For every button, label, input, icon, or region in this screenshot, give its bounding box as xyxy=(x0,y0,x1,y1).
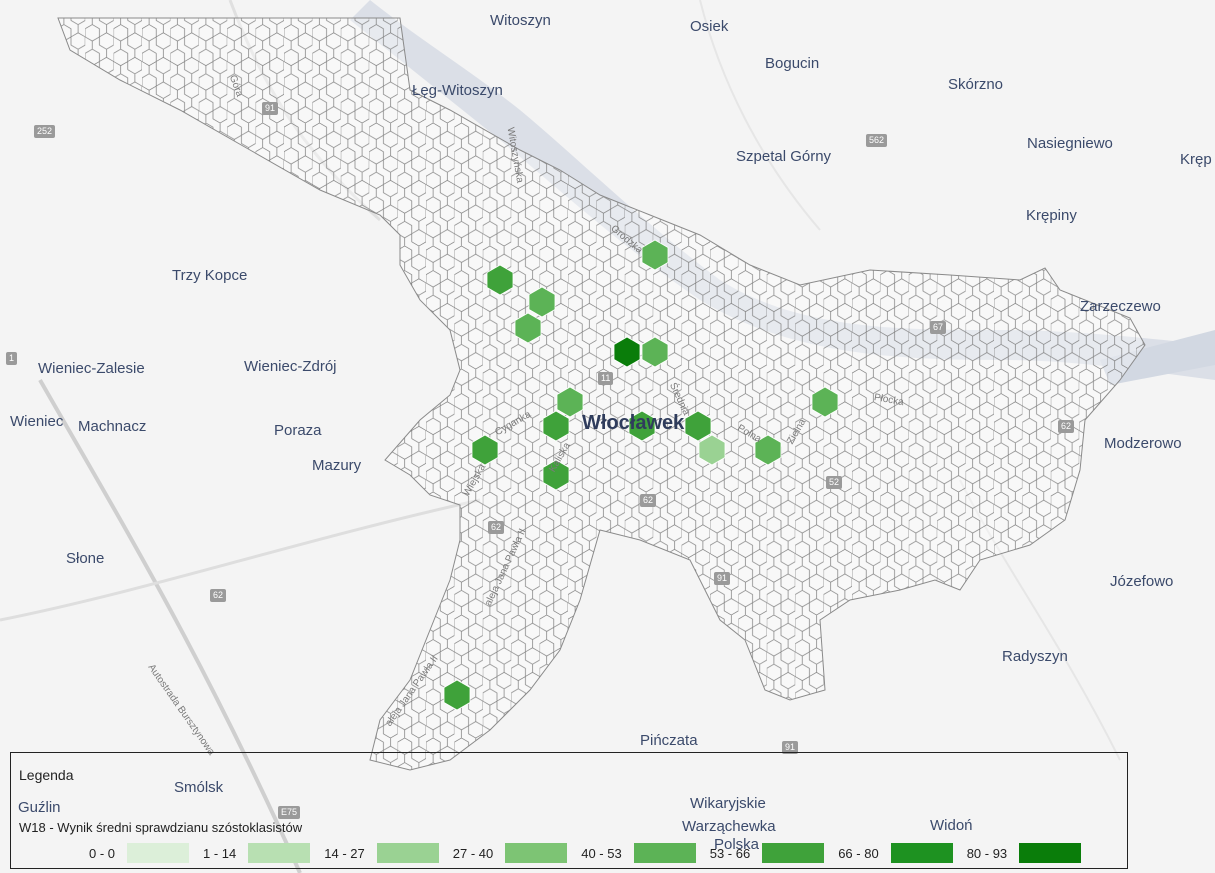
place-label-mazury: Mazury xyxy=(312,457,362,474)
road-62-west xyxy=(0,498,481,622)
place-label-slone: Słone xyxy=(66,550,105,567)
legend-entry-label: 80 - 93 xyxy=(966,845,1008,861)
legend-entry-0: 0 - 0 xyxy=(89,843,190,863)
legend-entry-label: 1 - 14 xyxy=(203,845,237,861)
place-label-zarzeczewo: Zarzeczewo xyxy=(1080,298,1161,315)
hex-cell-6[interactable] xyxy=(556,386,584,418)
legend-entry-label: 66 - 80 xyxy=(838,845,879,861)
road-shield-r562: 562 xyxy=(866,134,888,147)
place-label-warzachewka: Warząchewka xyxy=(682,818,776,835)
hex-cell-9[interactable] xyxy=(684,410,712,442)
road-shield-r62a: 62 xyxy=(1058,420,1075,433)
hex-cell-11[interactable] xyxy=(471,434,499,466)
legend-swatch xyxy=(376,843,439,863)
hex-cell-8[interactable] xyxy=(628,410,656,442)
place-label-jozefowo: Józefowo xyxy=(1110,573,1174,590)
legend-entry-4: 40 - 53 xyxy=(581,843,696,863)
road-shield-r52: 52 xyxy=(826,476,843,489)
place-label-wieniec-zdroj: Wieniec-Zdrój xyxy=(244,358,337,375)
road-shield-r91b: 91 xyxy=(714,572,731,585)
place-label-wieniec-zalesie: Wieniec-Zalesie xyxy=(38,360,145,377)
road-shield-r11: 11 xyxy=(598,372,614,385)
hex-cell-13[interactable] xyxy=(754,434,782,466)
place-label-machnacz: Machnacz xyxy=(78,418,147,435)
hex-cell-5[interactable] xyxy=(641,336,669,368)
place-label-krepiny: Krępiny xyxy=(1026,207,1077,224)
hex-cell-10[interactable] xyxy=(811,386,839,418)
place-label-wieniec: Wieniec xyxy=(10,413,64,430)
map-legend: Legenda W18 - Wynik średni sprawdzianu s… xyxy=(10,752,1128,869)
river-arm xyxy=(1100,330,1215,385)
place-label-pinczata: Pińczata xyxy=(640,732,698,749)
place-label-witoszyn: Witoszyn xyxy=(490,12,551,29)
place-label-poraza: Poraza xyxy=(274,422,322,439)
place-label-nasiegniewo: Nasiegniewo xyxy=(1027,135,1113,152)
hex-cell-15[interactable] xyxy=(443,679,471,711)
legend-entry-6: 66 - 80 xyxy=(838,843,953,863)
place-label-smolsk: Smólsk xyxy=(174,779,224,796)
legend-entry-3: 27 - 40 xyxy=(452,843,568,863)
legend-swatch xyxy=(248,843,311,863)
place-label-leg-witoszyn: Łęg-Witoszyn xyxy=(412,82,503,99)
legend-entry-label: 27 - 40 xyxy=(452,845,494,861)
place-label-bogucin: Bogucin xyxy=(765,55,820,72)
place-label-szpetal-gorny: Szpetal Górny xyxy=(736,148,832,165)
road-shield-r62d: 62 xyxy=(210,589,227,602)
legend-swatch xyxy=(633,843,696,863)
road-shield-e75: E75 xyxy=(278,806,301,819)
legend-swatch xyxy=(1019,843,1082,863)
place-label-trzy-kopce: Trzy Kopce xyxy=(172,267,248,284)
hex-cell-4[interactable] xyxy=(613,336,641,368)
road-shield-r62c: 62 xyxy=(488,521,505,534)
road-shield-r67: 67 xyxy=(930,321,947,334)
road-secondary xyxy=(699,0,821,231)
legend-entry-label: 40 - 53 xyxy=(581,845,622,861)
legend-entry-5: 53 - 66 xyxy=(709,843,825,863)
legend-title: Legenda xyxy=(19,767,74,783)
hex-cell-2[interactable] xyxy=(528,286,556,318)
hex-cell-7[interactable] xyxy=(542,410,570,442)
place-label-wikaryjskie: Wikaryjskie xyxy=(690,795,766,812)
road-shield-r91c: 91 xyxy=(782,741,799,754)
hex-cell-0[interactable] xyxy=(641,239,669,271)
legend-entries: 0 - 0 1 - 14 14 - 27 27 - 40 40 - 53 53 - 66 6… xyxy=(89,843,1095,863)
road-shield-r91a: 91 xyxy=(262,102,279,115)
hex-cell-3[interactable] xyxy=(514,312,542,344)
legend-swatch xyxy=(890,843,953,863)
legend-entry-label: 53 - 66 xyxy=(709,845,751,861)
legend-entry-1: 1 - 14 xyxy=(203,843,311,863)
highlighted-cells xyxy=(443,239,839,711)
legend-swatch xyxy=(127,843,190,863)
road-shield-r252: 252 xyxy=(34,125,56,138)
place-label-polska: Polska xyxy=(714,836,760,853)
place-label-skorzno: Skórzno xyxy=(948,76,1004,93)
place-label-modzerowo: Modzerowo xyxy=(1104,435,1182,452)
legend-subtitle: W18 - Wynik średni sprawdzianu szóstokla… xyxy=(19,820,303,835)
legend-entry-7: 80 - 93 xyxy=(966,843,1082,863)
place-label-osiek: Osiek xyxy=(690,18,729,35)
city-label: Włocławek xyxy=(582,412,685,434)
road-shield-r62b: 62 xyxy=(640,494,657,507)
place-label-guzlin: Guźlin xyxy=(18,799,61,816)
legend-entry-2: 14 - 27 xyxy=(324,843,439,863)
legend-swatch xyxy=(762,843,825,863)
legend-swatch xyxy=(505,843,568,863)
hex-cell-12[interactable] xyxy=(698,434,726,466)
road-shield-r1: 1 xyxy=(6,352,18,365)
hex-cell-1[interactable] xyxy=(486,264,514,296)
place-label-radyszyn: Radyszyn xyxy=(1002,648,1068,665)
place-label-krep-edge: Kręp xyxy=(1180,151,1212,168)
place-label-widon: Widoń xyxy=(930,817,973,834)
hex-cell-14[interactable] xyxy=(542,459,570,491)
legend-entry-label: 14 - 27 xyxy=(324,845,365,861)
road-a1 xyxy=(38,379,302,873)
legend-entry-label: 0 - 0 xyxy=(89,845,116,861)
